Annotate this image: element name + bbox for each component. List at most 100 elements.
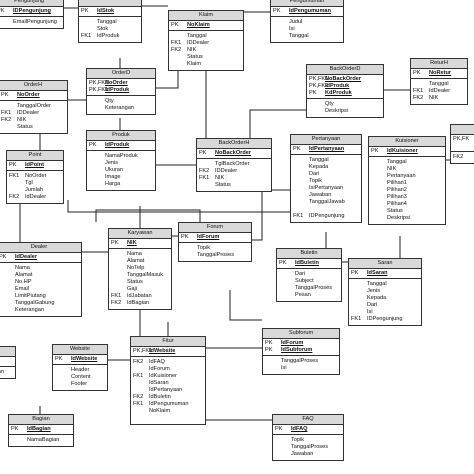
- fk-marker: [89, 153, 103, 160]
- key-markers: PK: [7, 162, 23, 169]
- fk-marker: [371, 180, 385, 187]
- attribute: Judul: [289, 19, 303, 25]
- attribute: Pertanyaan: [387, 173, 416, 179]
- key-columns: NoBackOrder: [213, 150, 271, 157]
- fk-marker: [279, 292, 293, 299]
- primary-key-column: NoBackOrder: [325, 76, 362, 82]
- key-marker: PK: [55, 356, 63, 362]
- attribute-section: EmailPengunjung: [0, 17, 63, 28]
- entity-title: Forum: [179, 223, 251, 233]
- fk-marker: FK1: [133, 401, 144, 407]
- fk-marker: [371, 187, 385, 194]
- entity-title: Karyawan: [109, 229, 171, 239]
- fk-marker: [81, 19, 95, 26]
- key-marker: PK: [351, 270, 359, 276]
- attribute: Tanggal: [429, 81, 449, 87]
- key-marker: PK: [81, 8, 89, 14]
- fk-marker: [171, 54, 185, 61]
- entity-title: Bagian: [9, 415, 73, 425]
- attribute: IdBagian: [127, 300, 150, 306]
- key-markers: PK: [273, 426, 289, 433]
- attribute: LimitPiutang: [15, 293, 46, 299]
- fk-marker: FK2: [133, 394, 144, 400]
- fk-marker: FK1: [111, 293, 122, 299]
- fk-marker: [293, 192, 307, 199]
- attribute: Jenis: [367, 288, 381, 294]
- attribute: IdPertanyaan: [149, 387, 183, 393]
- fk-markers: [0, 19, 11, 26]
- attribute: icatan: [0, 369, 4, 375]
- fk-marker: [171, 33, 185, 40]
- attribute: IDDealer: [215, 168, 238, 174]
- fk-marker: [9, 180, 23, 187]
- fk-marker: FK2: [413, 95, 424, 101]
- fk-markers: [307, 101, 323, 115]
- fk-marker: [111, 258, 125, 265]
- key-columns: NIK: [125, 240, 171, 247]
- primary-key-section: PKIDPengunjung: [0, 7, 63, 17]
- attribute: IdDealer: [429, 88, 451, 94]
- attribute: NoOrder: [25, 173, 47, 179]
- fk-markers: FK2: [451, 154, 467, 161]
- key-columns: IDPengunjung: [11, 8, 63, 15]
- key-columns: IdWebsite: [69, 356, 107, 363]
- key-marker: PK,FK1: [133, 348, 153, 354]
- primary-key-section: [0, 357, 15, 367]
- fk-markers: FK1: [349, 281, 365, 323]
- fk-markers: [87, 153, 103, 188]
- primary-key-section: PK,FK: [451, 135, 474, 152]
- key-marker: PK: [413, 70, 421, 76]
- primary-key-column: IdForum: [281, 340, 304, 346]
- attribute: Gaji: [127, 286, 137, 292]
- key-marker: PK,FK1: [309, 76, 329, 82]
- attribute: IDDealer: [187, 40, 210, 46]
- attribute: [469, 154, 474, 161]
- key-marker: PK,FK2: [309, 83, 329, 89]
- fk-marker: [293, 171, 307, 178]
- attribute: Dari: [309, 171, 320, 177]
- fk-marker: FK2: [133, 359, 144, 365]
- fk-markers: [87, 98, 103, 112]
- fk-markers: FK1: [79, 19, 95, 40]
- fk-marker: [81, 26, 95, 33]
- attribute: Subject: [295, 278, 314, 284]
- fk-marker: FK2: [453, 154, 464, 160]
- key-marker: PK: [265, 347, 273, 353]
- fk-marker: [9, 187, 23, 194]
- attribute: Image: [105, 174, 121, 180]
- primary-key-column: IdSaran: [367, 270, 388, 276]
- attribute: TanggalProses: [291, 444, 329, 450]
- fk-marker: FK2: [111, 300, 122, 306]
- primary-key-column: IdForum: [197, 234, 220, 240]
- attribute: Tanggal: [97, 19, 117, 25]
- key-marker: PK: [293, 146, 301, 152]
- fk-marker: [0, 265, 13, 272]
- fk-marker: [89, 98, 103, 105]
- attribute: IdBuletin: [149, 394, 171, 400]
